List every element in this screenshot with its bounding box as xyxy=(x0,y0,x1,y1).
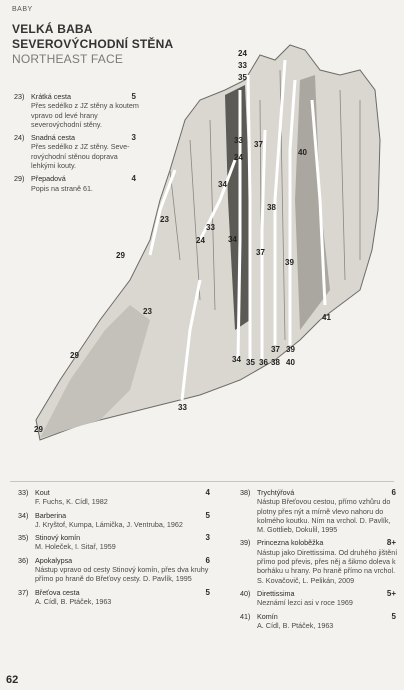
route-grade: 6 xyxy=(205,555,210,565)
routes-top-list: 23)Krátká cesta 5 Přes sedélko z JZ stěn… xyxy=(14,92,142,197)
route-grade: 3 xyxy=(131,133,136,143)
route-line-37 xyxy=(273,59,287,345)
routes-left-column: 33)Kout 4 F. Fuchs, K. Cídl, 1982 34)Bar… xyxy=(18,488,214,610)
route-grade: 4 xyxy=(131,174,136,184)
route-grade: 5 xyxy=(391,611,396,621)
section-label: BABY xyxy=(12,6,33,13)
topo-label-37-top: 37 xyxy=(254,140,263,149)
rock-shadow-chimney xyxy=(225,85,250,330)
topo-label-41: 41 xyxy=(322,313,331,322)
topo-label-36-low: 36 xyxy=(259,358,268,367)
topo-label-24-low: 24 xyxy=(196,236,205,245)
title-line-2: SEVEROVÝCHODNÍ STĚNA xyxy=(12,37,174,51)
route-entry: 36)Apokalypsa 6 Nástup vpravo od cesty S… xyxy=(18,555,210,584)
topo-label-34-top: 34 xyxy=(218,180,227,189)
route-grade: 5 xyxy=(205,587,210,597)
route-entry: 24)Snadná cesta 3 Přes sedélko z JZ stěn… xyxy=(14,133,136,171)
topo-label-40: 40 xyxy=(298,148,307,157)
route-entry: 35)Stinový komín 3 M. Holeček, I. Sitař,… xyxy=(18,533,210,552)
route-grade: 5 xyxy=(205,510,210,520)
topo-label-38: 38 xyxy=(267,203,276,212)
topo-label-37-low: 37 xyxy=(271,345,280,354)
topo-label-38-low: 38 xyxy=(271,358,280,367)
topo-label-29-top: 29 xyxy=(116,251,125,260)
route-grade: 3 xyxy=(205,533,210,543)
route-line-33 xyxy=(180,279,202,401)
topo-label-39-low: 39 xyxy=(286,345,295,354)
route-lines xyxy=(148,59,327,401)
routes-right-column: 38)Trychtýřová 6 Nástup Břeťovou cestou,… xyxy=(240,488,398,634)
route-grade: 4 xyxy=(205,488,210,497)
topo-drawing: 24 33 35 33 24 37 40 34 38 23 33 24 34 3… xyxy=(34,44,381,441)
route-line-35 xyxy=(246,74,252,360)
topo-label-34-mid: 34 xyxy=(228,235,237,244)
topo-label-29-bottom: 29 xyxy=(34,425,43,434)
topo-label-24: 24 xyxy=(238,49,247,58)
topo-label-33-top: 33 xyxy=(238,61,247,70)
route-grade: 5+ xyxy=(386,588,396,598)
topo-label-23-mid: 23 xyxy=(160,215,169,224)
route-line-24 xyxy=(198,159,237,241)
route-grade: 5 xyxy=(131,92,136,101)
route-entry: 39)Princezna koloběžka 8+ Nástup jako Di… xyxy=(240,538,398,585)
section-divider xyxy=(10,481,394,482)
rock-shadow-right xyxy=(295,75,330,330)
route-line-39 xyxy=(288,79,297,345)
route-line-41 xyxy=(310,99,327,306)
topo-label-23-low: 23 xyxy=(143,307,152,316)
topo-label-37-mid: 37 xyxy=(256,248,265,257)
route-line-34 xyxy=(236,90,242,361)
topo-label-39-mid: 39 xyxy=(285,258,294,267)
topo-label-33-low: 33 xyxy=(206,223,215,232)
rock-shadow-left xyxy=(40,305,150,438)
title-line-1: VELKÁ BABA xyxy=(12,22,93,36)
topo-label-34-low: 34 xyxy=(232,355,241,364)
topo-label-40-low: 40 xyxy=(286,358,295,367)
route-entry: 41)Komín 5 A. Cídl, B. Ptáček, 1963 xyxy=(240,611,396,630)
route-entry: 34)Barberina 5 J. Kryštof, Kumpa, Lámičk… xyxy=(18,510,210,529)
route-entry: 23)Krátká cesta 5 Přes sedélko z JZ stěn… xyxy=(14,92,139,129)
topo-label-24-mid: 24 xyxy=(234,153,243,162)
page-title: VELKÁ BABA SEVEROVÝCHODNÍ STĚNA NORTHEAS… xyxy=(12,22,173,67)
topo-label-29-mid: 29 xyxy=(70,351,79,360)
route-grade: 8+ xyxy=(386,538,396,548)
route-entry: 33)Kout 4 F. Fuchs, K. Cídl, 1982 xyxy=(18,488,210,507)
route-entry: 37)Břeťova cesta 5 A. Cídl, B. Ptáček, 1… xyxy=(18,587,210,606)
route-grade: 6 xyxy=(391,488,396,497)
topo-label-35: 35 xyxy=(238,73,247,82)
route-entry: 40)Direttissima 5+ Neznámí lezci asi v r… xyxy=(240,588,396,608)
topo-labels: 24 33 35 33 24 37 40 34 38 23 33 24 34 3… xyxy=(34,49,331,434)
route-entry: 38)Trychtýřová 6 Nástup Břeťovou cestou,… xyxy=(240,488,396,535)
topo-label-33-bottom: 33 xyxy=(178,403,187,412)
route-line-36 xyxy=(260,129,267,360)
route-entry: 29)Přepadová 4 Popis na straně 61. xyxy=(14,174,136,193)
topo-label-33-mid: 33 xyxy=(234,136,243,145)
topo-label-35-low: 35 xyxy=(246,358,255,367)
route-line-23 xyxy=(148,169,177,256)
page-number: 62 xyxy=(6,674,19,686)
title-english: NORTHEAST FACE xyxy=(12,52,124,66)
